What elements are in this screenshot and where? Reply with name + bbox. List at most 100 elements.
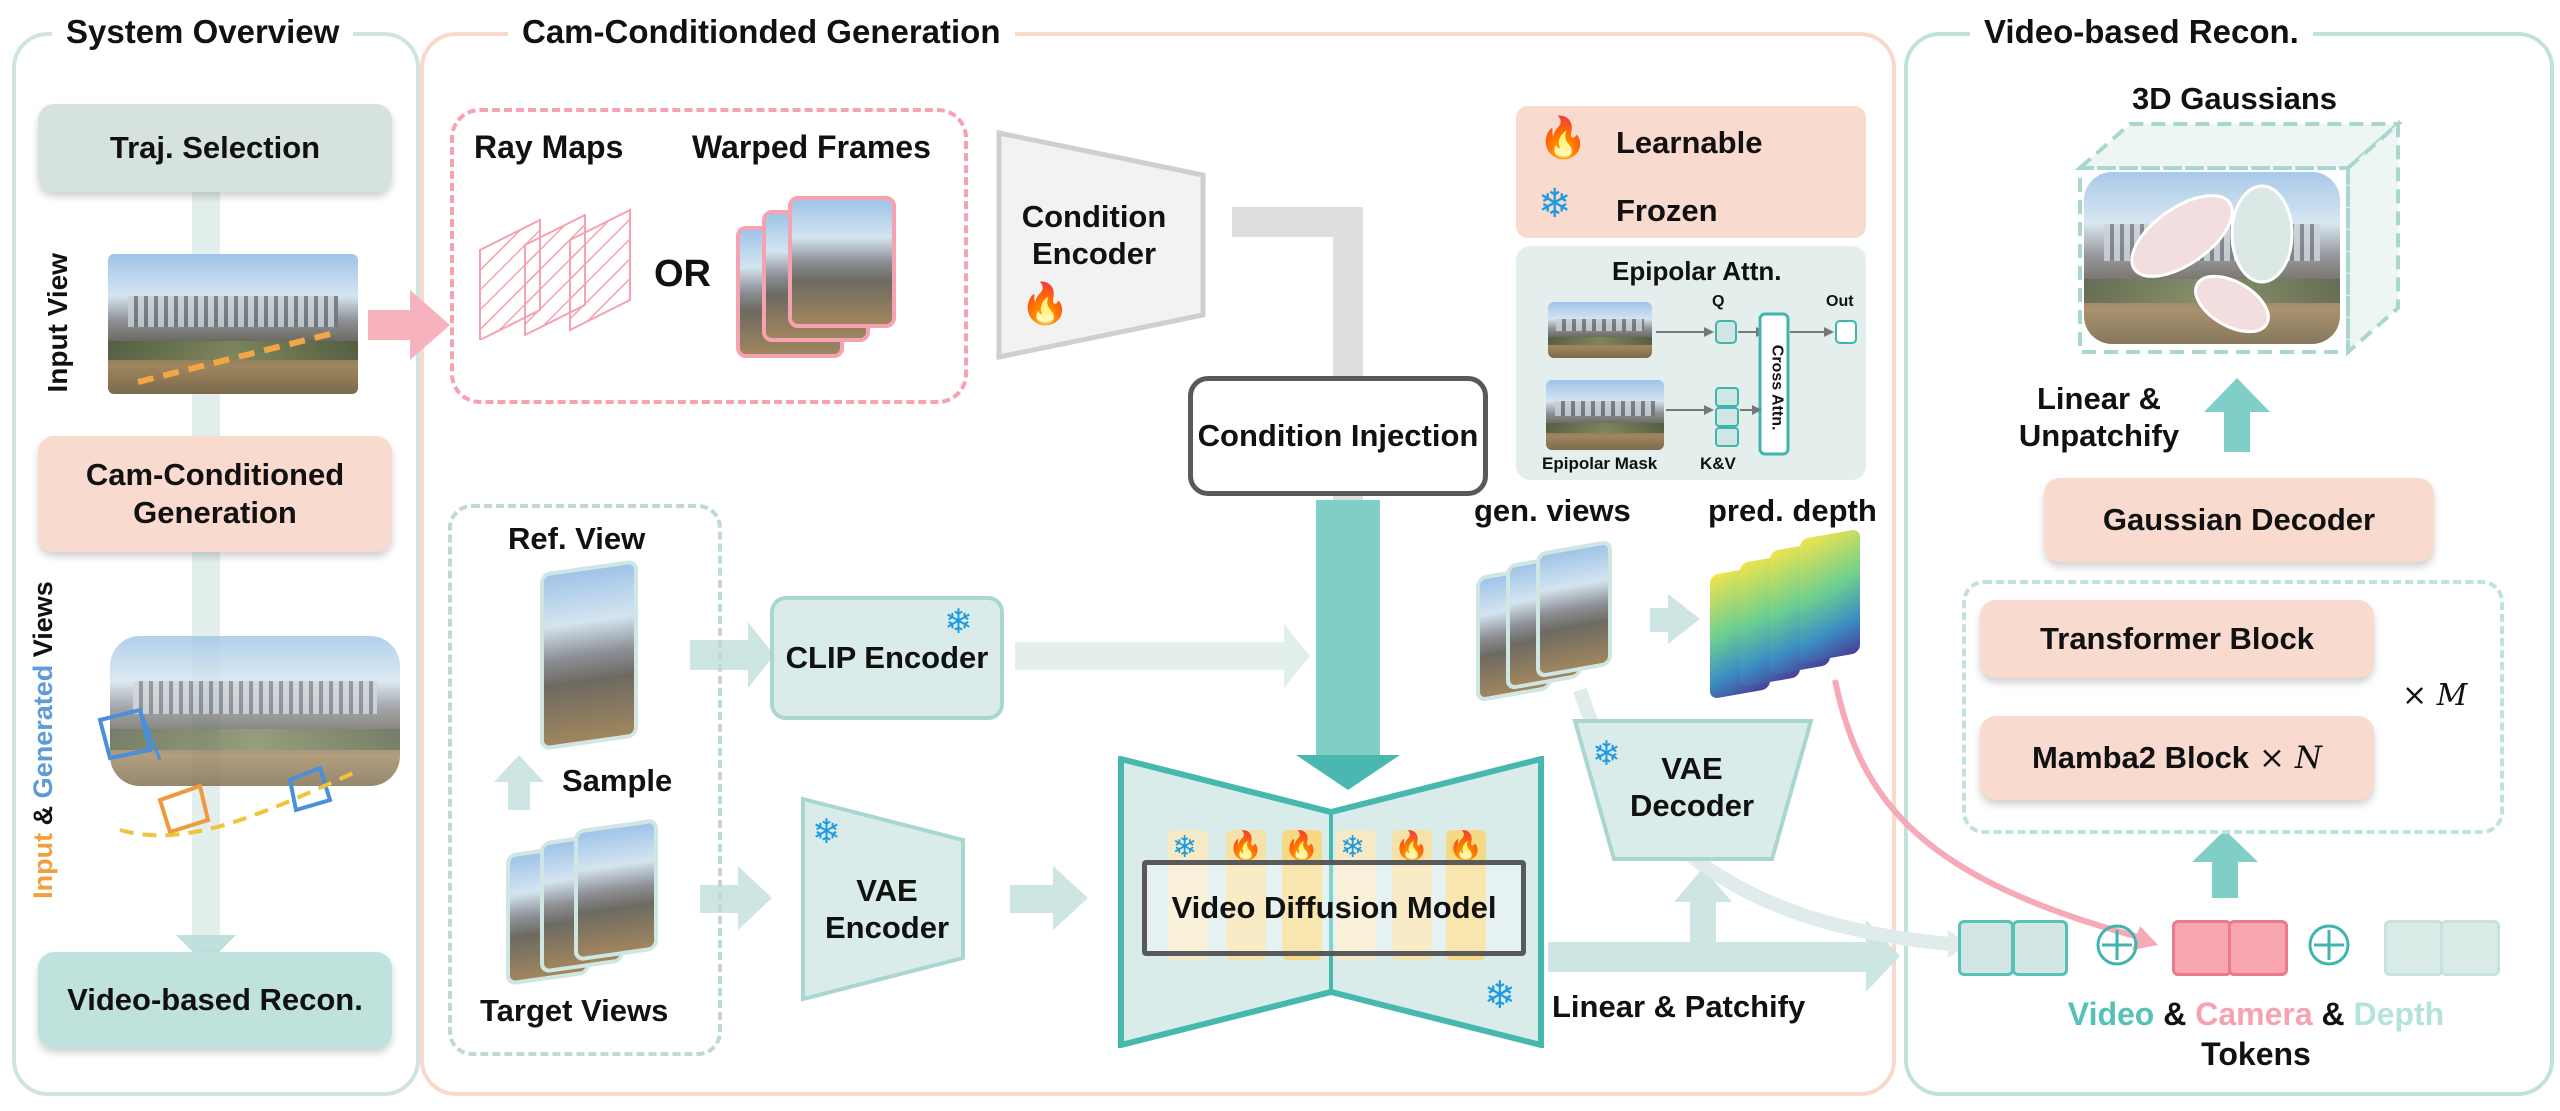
mamba2-block-box: Mamba2 Block × N <box>1980 716 2374 800</box>
epipolar-q-label: Q <box>1712 293 1725 310</box>
transformer-block-box: Transformer Block <box>1980 600 2374 678</box>
reference-target-box <box>448 504 722 1056</box>
mamba2-block-label: Mamba2 Block <box>2031 740 2250 775</box>
epipolar-mask-image <box>1546 380 1664 450</box>
ref-view-image <box>540 559 638 751</box>
views-views-word: Views <box>28 581 58 658</box>
tokens-camera-word: Camera <box>2195 996 2313 1032</box>
pred-depth-map-4 <box>1800 528 1860 664</box>
model-token-2-flame-icon: 🔥 <box>1228 830 1263 861</box>
cam-conditioned-box: Cam-Conditioned Generation <box>38 436 392 552</box>
epipolar-out-label: Out <box>1826 293 1854 310</box>
gen-views-label: gen. views <box>1474 493 1631 528</box>
clip-frozen-icon: ❄ <box>944 603 973 641</box>
input-view-image <box>108 254 358 394</box>
video-diffusion-model-label-box: Video Diffusion Model <box>1142 860 1526 956</box>
target-view-3 <box>574 818 658 962</box>
legend-snowflake-icon: ❄ <box>1538 182 1572 226</box>
linear-patchify-label: Linear & Patchify <box>1552 989 1806 1024</box>
camera-token-1 <box>2172 920 2232 976</box>
gaussians-3d-cube <box>2074 119 2404 357</box>
ray-maps-image <box>479 208 631 340</box>
vae-decoder-frozen-icon: ❄ <box>1592 735 1621 773</box>
mamba2-times-n-label: × N <box>2259 740 2323 776</box>
model-token-4-frozen-icon: ❄ <box>1340 831 1366 864</box>
vae-encoder-shape <box>801 796 965 1002</box>
transformer-times-m-label: × M <box>2402 678 2468 713</box>
model-token-3-flame-icon: 🔥 <box>1284 830 1319 861</box>
model-token-1 <box>1168 830 1208 960</box>
transformer-stack-box <box>1962 580 2504 834</box>
legend-learnable-label: Learnable <box>1616 125 1763 160</box>
cam-conditioned-label: Cam-Conditioned Generation <box>85 457 345 530</box>
model-token-5 <box>1392 830 1432 960</box>
traj-selection-box: Traj. Selection <box>38 104 392 192</box>
depth-token-2 <box>2440 920 2500 976</box>
camera-frustums <box>97 707 361 838</box>
epipolar-mask-label: Epipolar Mask <box>1542 454 1658 473</box>
tokens-depth-word: Depth <box>2353 996 2445 1032</box>
warped-frames-label: Warped Frames <box>692 129 931 165</box>
video-token-1 <box>1958 920 2014 976</box>
ray-maps-label: Ray Maps <box>474 129 624 165</box>
condition-encoder-shape <box>996 130 1206 360</box>
model-token-3 <box>1282 830 1322 960</box>
depth-token-1 <box>2384 920 2444 976</box>
traj-selection-label: Traj. Selection <box>109 130 321 165</box>
model-token-6 <box>1446 830 1486 960</box>
condition-encoder-label: Condition Encoder <box>1021 199 1167 272</box>
plus-icon-1 <box>2096 924 2138 966</box>
video-token-2 <box>2012 920 2068 976</box>
linear-unpatchify-label: Linear & Unpatchify <box>2018 381 2180 454</box>
gaussian-ellipses <box>2130 184 2294 334</box>
model-frozen-icon: ❄ <box>1484 975 1516 1017</box>
views-generated-word: Generated <box>28 664 58 799</box>
cam-generation-title: Cam-Conditionded Generation <box>508 12 1015 52</box>
gaussians-3d-label: 3D Gaussians <box>2132 81 2338 116</box>
camera-token-2 <box>2228 920 2288 976</box>
tokens-legend: Video & Camera & Depth Tokens <box>2016 994 2496 1074</box>
views-amp-word: & <box>28 805 58 826</box>
epipolar-cross-attn-label: Cross Attn. <box>1768 344 1786 431</box>
epipolar-title: Epipolar Attn. <box>1612 256 1782 286</box>
model-token-5-flame-icon: 🔥 <box>1394 830 1429 861</box>
pred-depth-label: pred. depth <box>1708 493 1877 528</box>
condition-inputs-box <box>450 108 968 404</box>
video-recon-title: Video-based Recon. <box>1970 12 2313 52</box>
vae-decoder-label: VAE Decoder <box>1629 751 1755 824</box>
or-label: OR <box>654 253 711 295</box>
condition-injection-box: Condition Injection <box>1188 376 1488 496</box>
system-overview-title: System Overview <box>52 12 354 52</box>
input-view-trajectory <box>137 329 339 385</box>
gaussian-decoder-box: Gaussian Decoder <box>2044 478 2434 562</box>
ref-view-label: Ref. View <box>508 521 646 556</box>
vae-decoder-shape <box>1572 719 1814 861</box>
vae-encoder-label: VAE Encoder <box>824 873 950 946</box>
point-cloud-image <box>110 636 400 786</box>
legend-box <box>1516 106 1866 238</box>
model-token-1-frozen-icon: ❄ <box>1172 831 1198 864</box>
epipolar-kv-label: K&V <box>1700 454 1736 473</box>
views-vertical-label: Input & Generated Views <box>28 560 68 920</box>
model-token-2 <box>1226 830 1266 960</box>
tokens-video-word: Video <box>2067 996 2155 1032</box>
tokens-amp1: & <box>2163 996 2187 1032</box>
epipolar-query-image <box>1548 302 1652 358</box>
input-view-label: Input View <box>41 253 73 393</box>
plus-icon-2 <box>2308 924 2350 966</box>
video-diffusion-model-shape <box>1118 756 1544 1048</box>
sample-label: Sample <box>562 763 673 798</box>
learnable-flame-icon: 🔥 <box>1020 282 1070 326</box>
model-token-6-flame-icon: 🔥 <box>1448 830 1483 861</box>
tokens-label: Tokens <box>2201 1036 2311 1072</box>
legend-frozen-label: Frozen <box>1616 193 1718 228</box>
video-recon-overview-box: Video-based Recon. <box>38 952 392 1048</box>
epipolar-diagram <box>1656 312 1857 456</box>
warped-frame-3 <box>788 196 896 328</box>
video-diffusion-model-label: Video Diffusion Model <box>1171 890 1497 925</box>
gen-view-3 <box>1536 539 1612 679</box>
model-token-4 <box>1336 830 1376 960</box>
transformer-block-label: Transformer Block <box>2040 621 2314 656</box>
tokens-amp2: & <box>2321 996 2345 1032</box>
gaussian-decoder-label: Gaussian Decoder <box>2102 502 2376 537</box>
